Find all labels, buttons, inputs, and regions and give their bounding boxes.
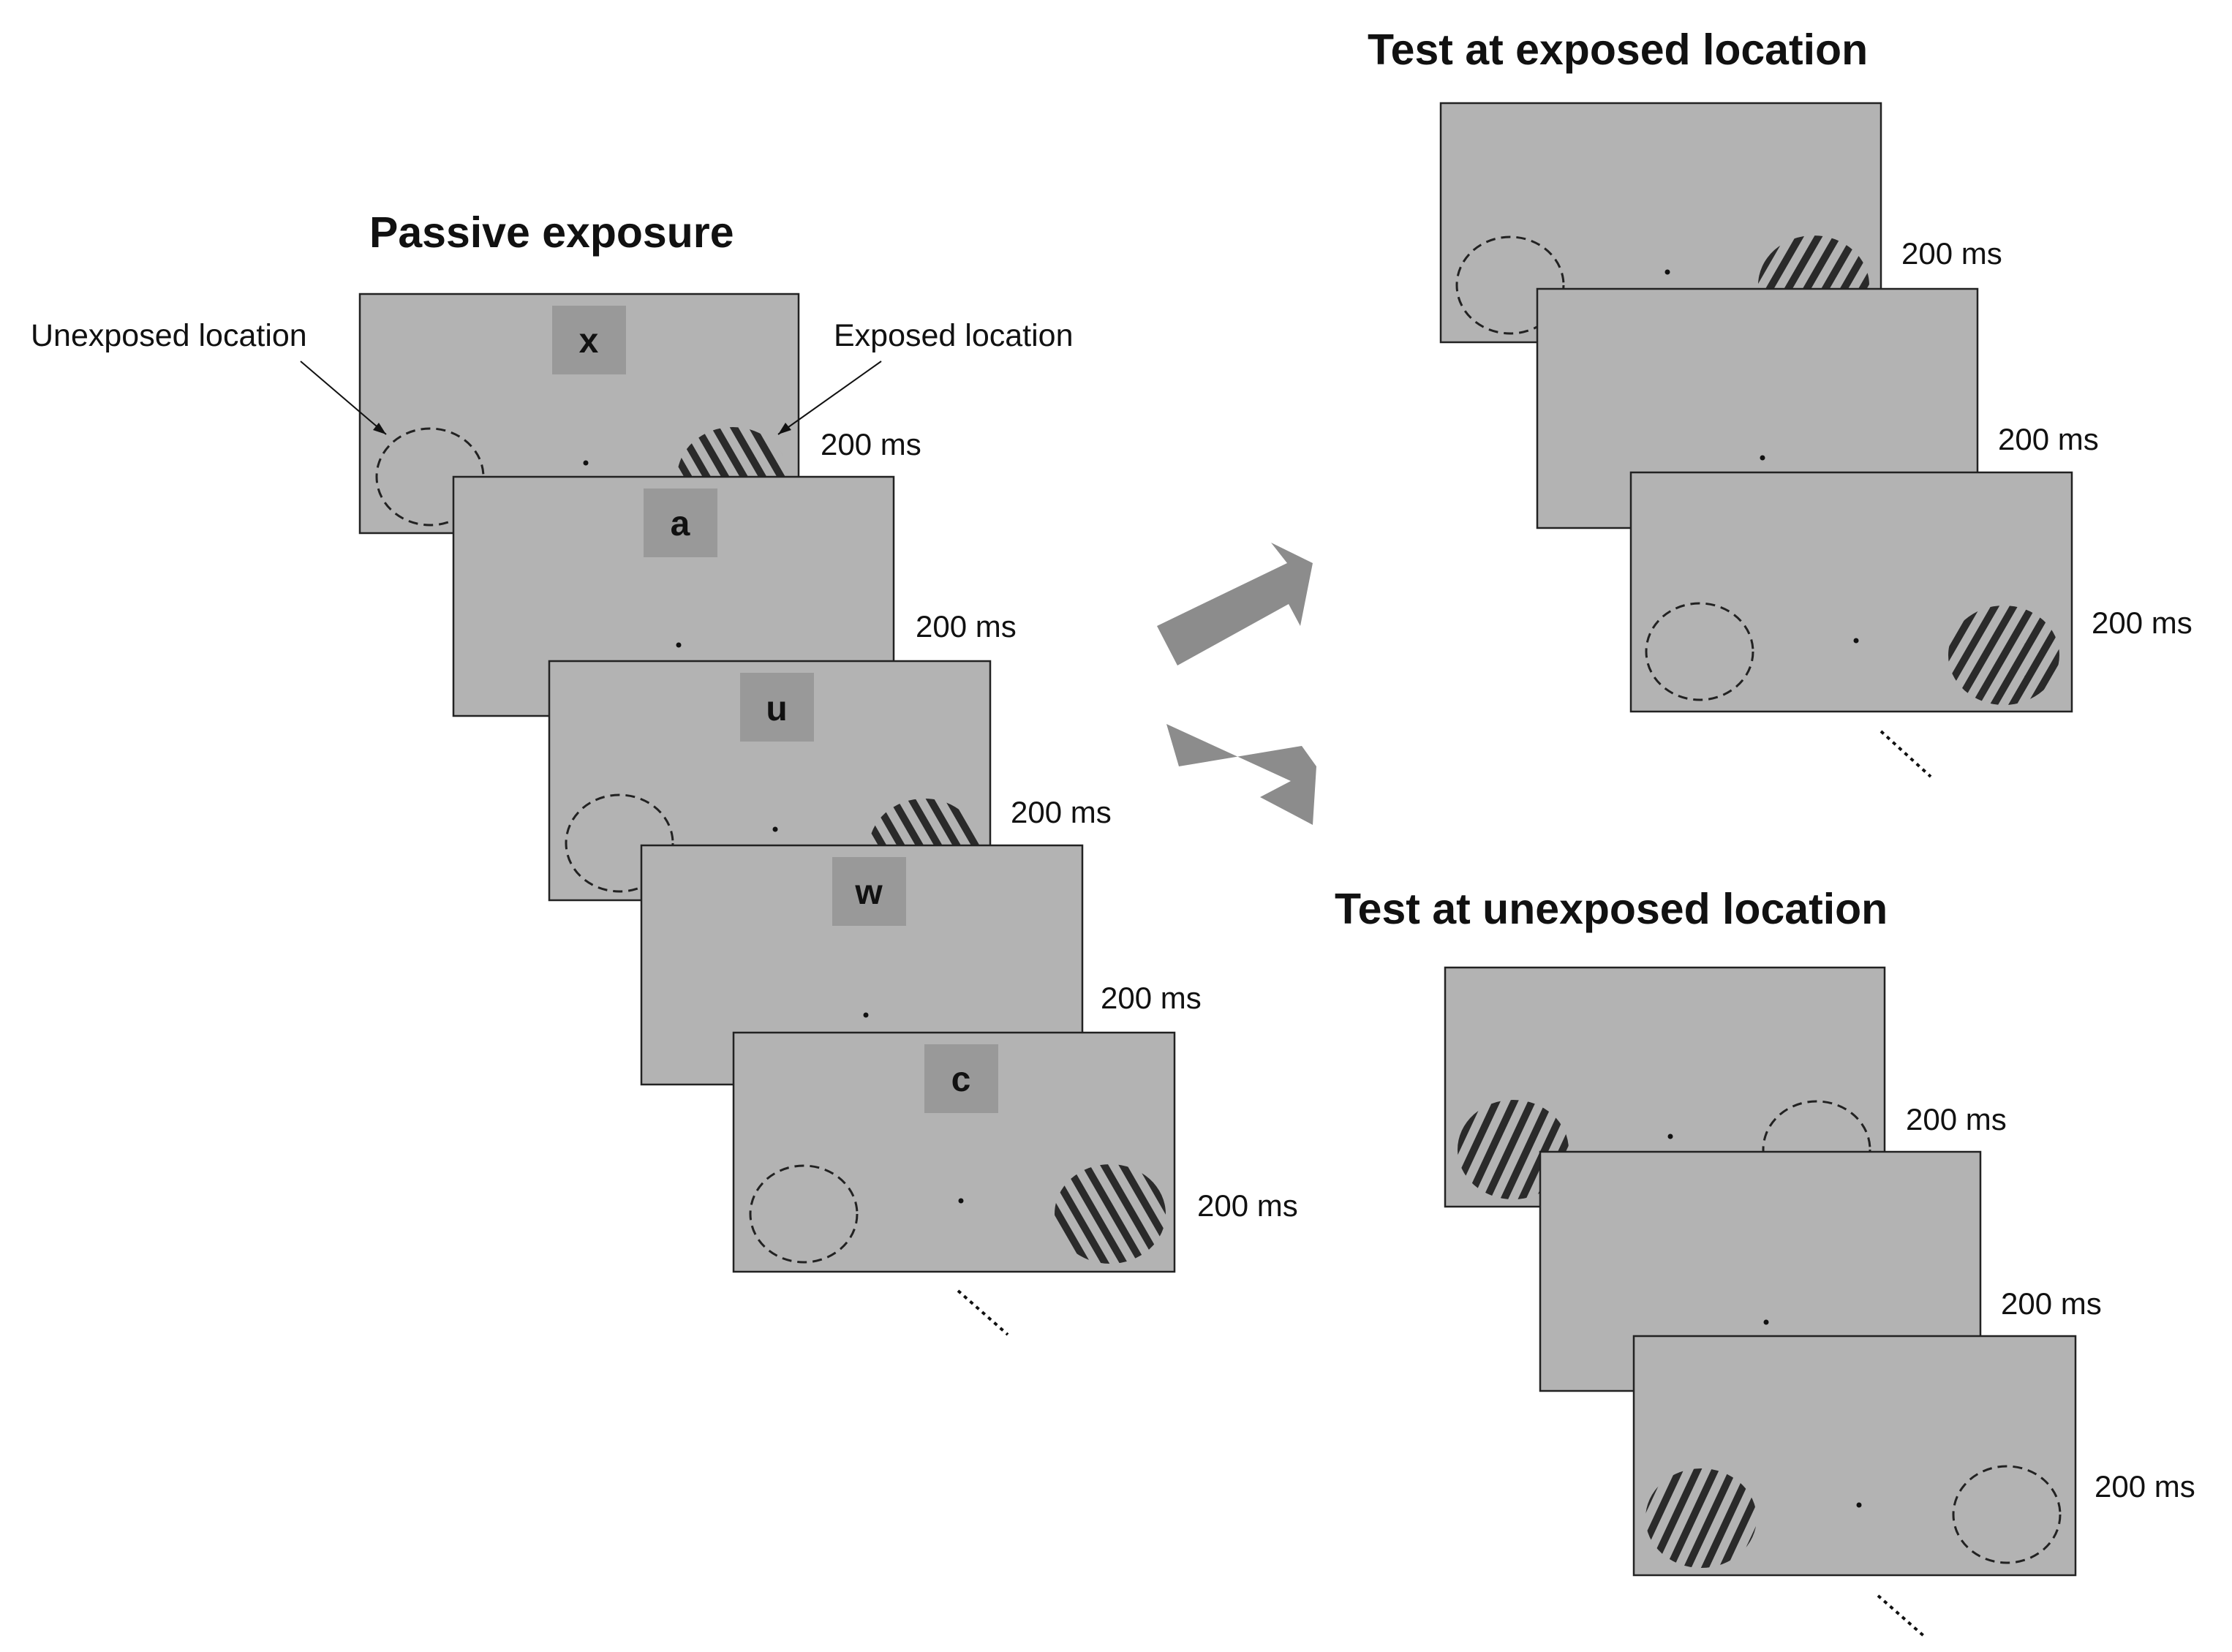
letter-box — [740, 673, 814, 742]
dashed-circle — [565, 793, 674, 893]
letter: x — [579, 322, 599, 361]
letter-box — [644, 489, 717, 557]
letter: c — [951, 1060, 971, 1099]
callout-line-unexposed — [300, 361, 387, 435]
continuation-dots — [957, 1289, 1009, 1336]
callout-unexposed-location: Unexposed location — [31, 318, 307, 353]
fixation-dot — [958, 1198, 964, 1204]
duration-label: 200 ms — [821, 427, 921, 461]
dashed-circle — [749, 1164, 859, 1264]
duration-label: 200 ms — [1011, 795, 1112, 829]
arrow-down-right — [1166, 724, 1316, 825]
duration-label: 200 ms — [1906, 1102, 2007, 1136]
test-exposed-stack: 200 ms 200 ms 200 ms — [1439, 102, 2193, 778]
letter-box — [552, 306, 626, 374]
title-test-unexposed: Test at unexposed location — [1335, 885, 1888, 933]
duration-label: 200 ms — [2095, 1469, 2195, 1504]
callout-line-exposed — [777, 361, 882, 435]
letter: a — [671, 505, 690, 543]
fixation-dot — [1664, 269, 1670, 275]
fixation-dot — [676, 642, 682, 648]
fixation-dot — [1760, 455, 1765, 461]
duration-label: 200 ms — [1998, 422, 2099, 456]
test-unexposed-stack: 200 ms 200 ms 200 ms — [1444, 966, 2195, 1640]
grating-stimulus — [1645, 1468, 1757, 1568]
grating-stimulus — [1055, 1164, 1166, 1264]
arrow-up-right — [1157, 543, 1313, 665]
duration-label: 200 ms — [2001, 1286, 2102, 1321]
fixation-dot — [1763, 1319, 1769, 1325]
fixation-dot — [863, 1012, 869, 1018]
duration-label: 200 ms — [1101, 981, 1202, 1015]
duration-label: 200 ms — [1197, 1188, 1298, 1223]
continuation-dots — [1880, 730, 1932, 778]
test-unexposed-frame: 200 ms — [1632, 1335, 2195, 1577]
letter-box — [832, 857, 906, 926]
test-exposed-frame: 200 ms — [1629, 471, 2193, 713]
callout-exposed-location: Exposed location — [834, 318, 1074, 353]
dashed-circle — [1645, 602, 1754, 701]
duration-label: 200 ms — [2092, 606, 2193, 640]
fixation-dot — [772, 826, 778, 832]
title-passive-exposure: Passive exposure — [369, 208, 734, 257]
fixation-dot — [1856, 1502, 1862, 1508]
passive-frame: c 200 ms — [732, 1031, 1298, 1273]
dashed-circle — [1455, 235, 1565, 335]
duration-label: 200 ms — [916, 609, 1017, 644]
letter-box — [924, 1044, 998, 1113]
continuation-dots — [1877, 1594, 1928, 1640]
callout-arrowhead-unexposed — [373, 423, 386, 434]
duration-label: 200 ms — [1901, 236, 2002, 271]
dashed-circle — [1952, 1465, 2062, 1564]
grating-stimulus — [1948, 606, 2059, 705]
letter: w — [854, 873, 883, 912]
callout-arrowhead-exposed — [778, 423, 791, 434]
fixation-dot — [1853, 638, 1859, 644]
passive-exposure-stack: x 200 ms a 200 ms u 200 ms w — [358, 293, 1298, 1336]
title-test-exposed: Test at exposed location — [1368, 26, 1868, 74]
fixation-dot — [583, 460, 589, 466]
fixation-dot — [1667, 1134, 1673, 1139]
letter: u — [766, 690, 787, 728]
